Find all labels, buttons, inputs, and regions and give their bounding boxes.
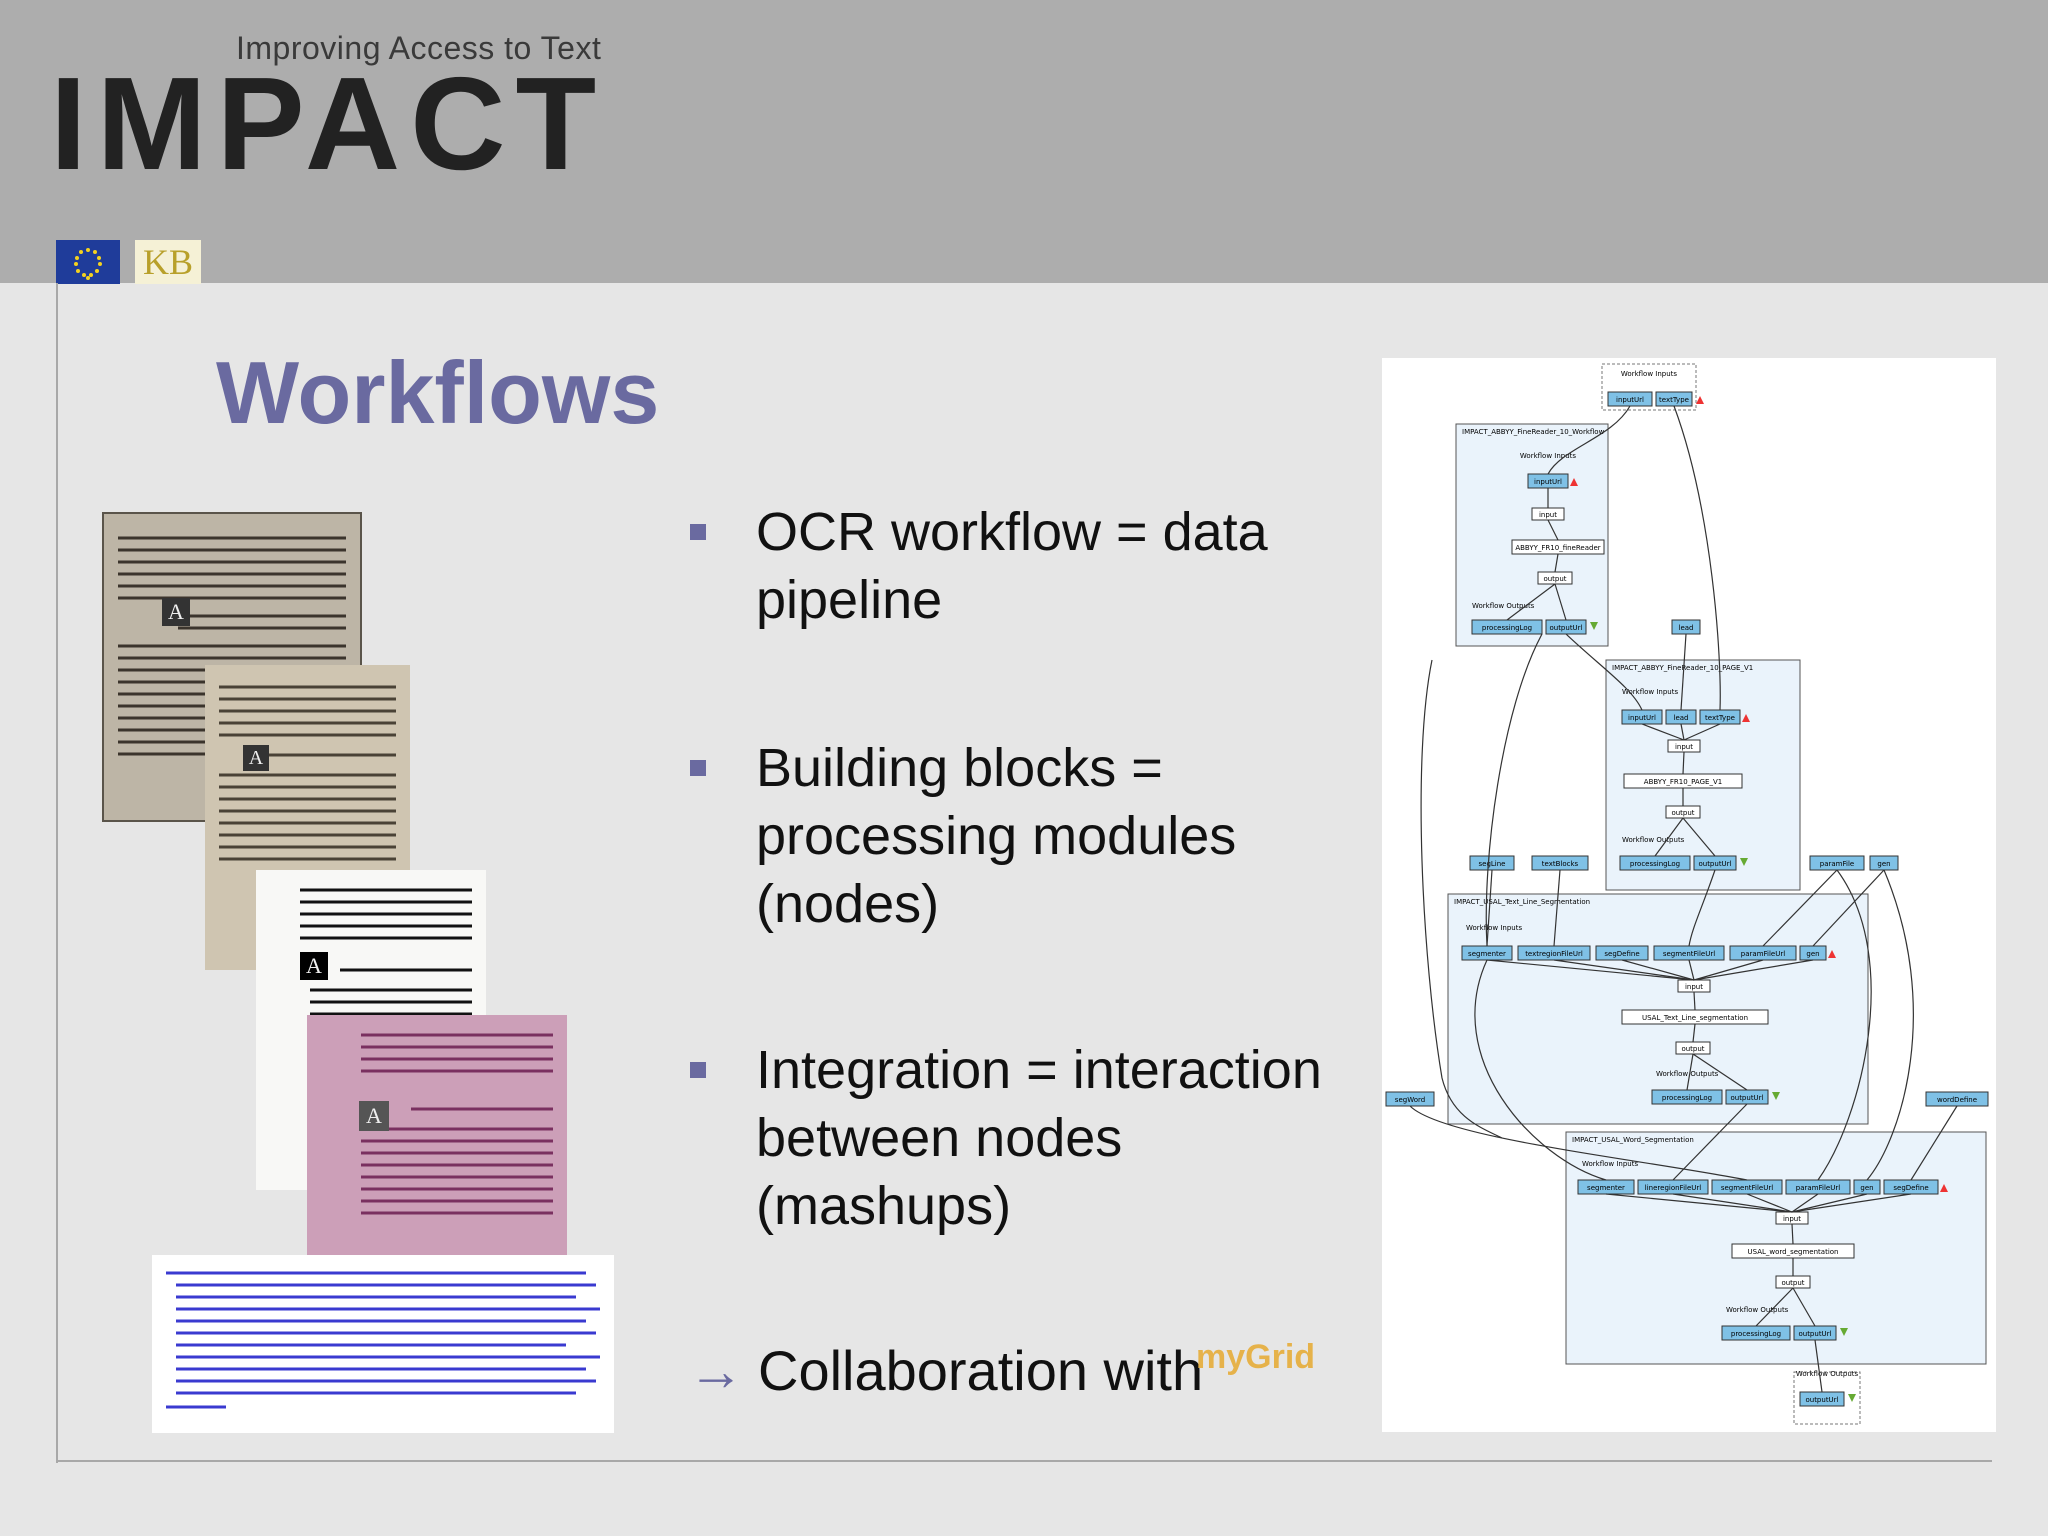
- label: lead: [1674, 714, 1689, 722]
- label: ABBYY_FR10_PAGE_V1: [1644, 778, 1722, 786]
- label: segWord: [1395, 1096, 1425, 1104]
- subworkflow-text-line: [1447, 893, 1869, 1125]
- bullet-text: Integration = interaction between nodes …: [756, 1040, 1322, 1236]
- label: input: [1539, 511, 1557, 519]
- label: processingLog: [1630, 860, 1680, 868]
- label: input: [1675, 743, 1693, 751]
- label: Workflow Outputs: [1796, 1370, 1859, 1378]
- label: segmentFileUrl: [1663, 950, 1715, 958]
- label: inputUrl: [1534, 478, 1562, 486]
- label: IMPACT_ABBYY_FineReader_10_Workflow: [1462, 428, 1605, 436]
- impact-logo: IMPACT: [50, 50, 607, 197]
- label: gen: [1806, 950, 1819, 958]
- kb-logo: KB: [135, 240, 201, 284]
- label: inputUrl: [1616, 396, 1644, 404]
- label: inputUrl: [1628, 714, 1656, 722]
- label: paramFileUrl: [1796, 1184, 1840, 1192]
- slide-header: [0, 0, 2048, 283]
- label: processingLog: [1482, 624, 1532, 632]
- label: textType: [1659, 396, 1689, 404]
- label: outputUrl: [1805, 1396, 1838, 1404]
- eu-flag-icon: [56, 240, 120, 284]
- subworkflow-abbyy-fr10: [1455, 423, 1609, 647]
- label: segDefine: [1604, 950, 1639, 958]
- label: Workflow Inputs: [1582, 1160, 1638, 1168]
- left-rule: [56, 283, 58, 1463]
- label: segmenter: [1587, 1184, 1625, 1192]
- label: Workflow Outputs: [1472, 602, 1535, 610]
- label: paramFile: [1820, 860, 1854, 868]
- label: output: [1681, 1045, 1704, 1053]
- label: ABBYY_FR10_fineReader: [1515, 544, 1600, 552]
- label: USAL_word_segmentation: [1748, 1248, 1839, 1256]
- label: outputUrl: [1698, 860, 1731, 868]
- ocr-xml-output: [152, 1255, 614, 1433]
- label: gen: [1877, 860, 1890, 868]
- label: IMPACT_USAL_Word_Segmentation: [1572, 1136, 1694, 1144]
- bottom-rule: [56, 1460, 1992, 1462]
- label: output: [1543, 575, 1566, 583]
- label: segDefine: [1893, 1184, 1928, 1192]
- label: textType: [1705, 714, 1735, 722]
- label: IMPACT_USAL_Text_Line_Segmentation: [1454, 898, 1590, 906]
- book-scan-segmented: A: [307, 1015, 567, 1255]
- label: gen: [1860, 1184, 1873, 1192]
- bullet-text: OCR workflow = data pipeline: [756, 502, 1268, 630]
- bullet-square-icon: [690, 760, 706, 776]
- label: output: [1671, 809, 1694, 817]
- mygrid-logo-text: myGrid: [1196, 1338, 1316, 1376]
- label: input: [1685, 983, 1703, 991]
- slide-title: Workflows: [216, 343, 660, 442]
- label: segmentFileUrl: [1721, 1184, 1773, 1192]
- label: IMPACT_ABBYY_FineReader_10_PAGE_V1: [1612, 664, 1753, 672]
- diagram-node: [1531, 855, 1589, 871]
- label: wordDefine: [1937, 1096, 1977, 1104]
- label: output: [1781, 1279, 1804, 1287]
- label: outputUrl: [1798, 1330, 1831, 1338]
- impact-tagline: Improving Access to Text: [236, 30, 602, 66]
- label: Workflow Inputs: [1622, 688, 1678, 696]
- label: textregionFileUrl: [1525, 950, 1583, 958]
- bullet-square-icon: [690, 524, 706, 540]
- label: Workflow Inputs: [1520, 452, 1576, 460]
- label: paramFileUrl: [1741, 950, 1785, 958]
- label: input: [1783, 1215, 1801, 1223]
- bullet-square-icon: [690, 1062, 706, 1078]
- mygrid-logo: myGrid: [1196, 1338, 1315, 1377]
- label: Workflow Inputs: [1466, 924, 1522, 932]
- label: lineregionFileUrl: [1645, 1184, 1701, 1192]
- arrow-right-icon: →: [688, 1339, 744, 1402]
- label: lead: [1679, 624, 1694, 632]
- workflow-diagram: Workflow Inputs inputUrl textType IMPACT…: [1382, 358, 1996, 1432]
- label: segLine: [1479, 860, 1506, 868]
- label: textBlocks: [1542, 860, 1579, 868]
- label: USAL_Text_Line_segmentation: [1642, 1014, 1748, 1022]
- label: Workflow Outputs: [1622, 836, 1685, 844]
- label: outputUrl: [1730, 1094, 1763, 1102]
- label: Workflow Outputs: [1726, 1306, 1789, 1314]
- label: processingLog: [1662, 1094, 1712, 1102]
- label: outputUrl: [1549, 624, 1582, 632]
- label: Workflow Outputs: [1656, 1070, 1719, 1078]
- collaboration-text: Collaboration with: [758, 1339, 1204, 1402]
- label: Workflow Inputs: [1621, 370, 1677, 378]
- label: segmenter: [1468, 950, 1506, 958]
- bullet-text: Building blocks = processing modules (no…: [756, 738, 1237, 934]
- collaboration-line: →Collaboration with: [688, 1338, 1203, 1403]
- label: processingLog: [1731, 1330, 1781, 1338]
